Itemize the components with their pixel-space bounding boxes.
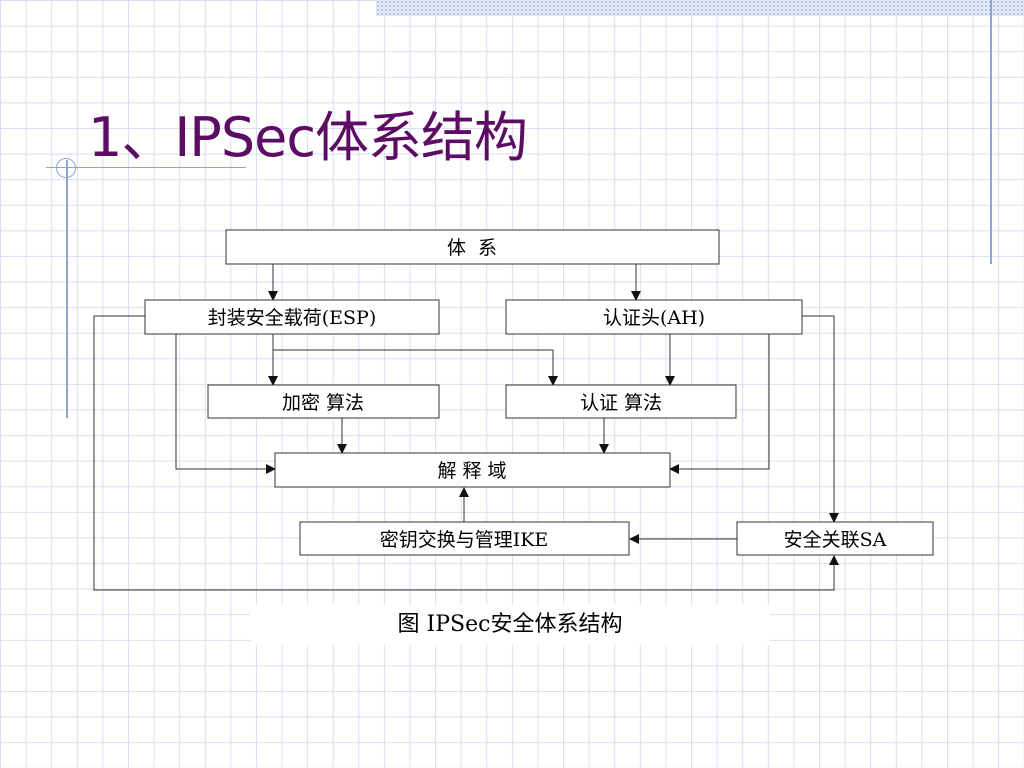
- arrow-esp-to-doi: [175, 334, 276, 474]
- node-label-ah: 认证头(AH): [603, 307, 705, 329]
- node-label-esp: 封装安全载荷(ESP): [208, 307, 377, 329]
- arrow-ah-to-sa: [802, 315, 839, 523]
- node-ah: 认证头(AH): [505, 299, 803, 335]
- node-architecture: 体 系: [225, 229, 720, 265]
- diagram-connectors: [93, 264, 839, 591]
- node-label-sa: 安全关联SA: [784, 529, 887, 551]
- right-vertical-rule: [990, 0, 992, 264]
- node-ike: 密钥交换与管理IKE: [299, 521, 630, 556]
- node-label-ike: 密钥交换与管理IKE: [380, 529, 549, 551]
- header-decoration-band: [376, 0, 1024, 16]
- node-box: [144, 299, 440, 335]
- node-authentication-algorithm: 认证 算法: [505, 384, 737, 419]
- arrow-ah-to-doi: [669, 334, 770, 474]
- title-underline-rule: [46, 167, 246, 168]
- node-label-encryption-algorithm: 加密 算法: [282, 392, 364, 414]
- node-box: [299, 521, 630, 556]
- node-label-authentication-algorithm: 认证 算法: [580, 392, 662, 414]
- node-box: [736, 521, 934, 556]
- caption-background: [250, 605, 770, 645]
- figure-caption: 图 IPSec安全体系结构: [397, 612, 623, 637]
- arrow-esp-to-authentication-algorithm: [273, 349, 558, 386]
- node-sa: 安全关联SA: [736, 521, 934, 556]
- node-label-doi: 解 释 域: [437, 460, 506, 482]
- decorative-circle-icon: [56, 158, 76, 178]
- node-box: [207, 384, 440, 419]
- node-doi: 解 释 域: [274, 452, 671, 488]
- slide-title: 1、IPSec体系结构: [88, 106, 528, 169]
- node-box: [225, 229, 720, 265]
- node-box: [505, 384, 737, 419]
- node-encryption-algorithm: 加密 算法: [207, 384, 440, 419]
- node-box: [274, 452, 671, 488]
- left-vertical-rule: [66, 160, 68, 418]
- arrow-esp-to-sa: [93, 315, 839, 591]
- node-box: [505, 299, 803, 335]
- node-label-architecture: 体 系: [447, 237, 497, 259]
- node-esp: 封装安全载荷(ESP): [144, 299, 440, 335]
